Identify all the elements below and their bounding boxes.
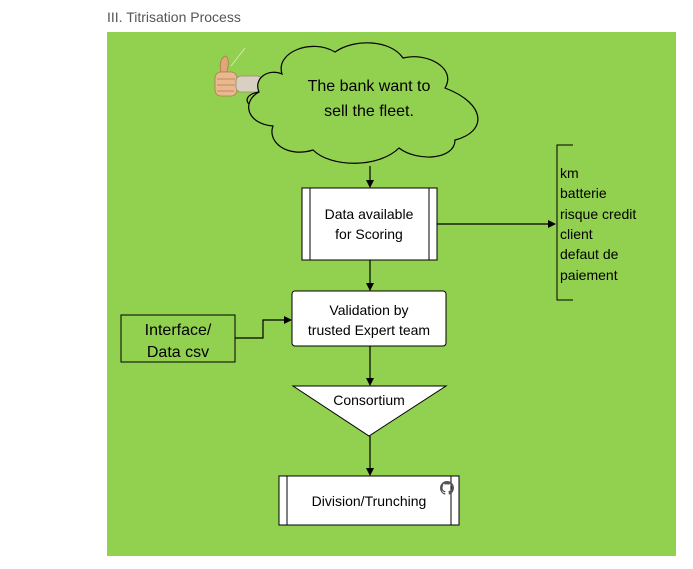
division-box: Division/Trunching	[278, 475, 460, 526]
cloud-text-line-1: The bank want to	[308, 78, 431, 95]
interface-box-line-1: Interface/	[145, 322, 212, 339]
data-box-line-1: Data available	[325, 206, 414, 222]
validation-box-line-2: trusted Expert team	[308, 322, 430, 338]
data-list-item: risque credit	[560, 206, 636, 222]
consortium-shape: Consortium	[291, 385, 448, 437]
interface-box-line-2: Data csv	[147, 344, 209, 361]
data-list-item: batterie	[560, 185, 607, 201]
division-box-label: Division/Trunching	[312, 493, 427, 509]
cloud-text-line-2: sell the fleet.	[324, 103, 414, 120]
flowchart: The bank want to sell the fleet. Data av…	[107, 32, 676, 556]
data-box-line-2: for Scoring	[335, 226, 403, 242]
consortium-label: Consortium	[333, 392, 405, 408]
data-available-box: Data available for Scoring	[301, 187, 438, 261]
data-list-item: client	[560, 226, 593, 242]
start-cloud: The bank want to sell the fleet.	[246, 42, 479, 164]
arrow-interface-to-validation	[235, 316, 292, 339]
page-title: III. Titrisation Process	[107, 9, 241, 25]
data-list-item: paiement	[560, 267, 618, 283]
validation-box: Validation by trusted Expert team	[291, 290, 447, 347]
data-list-item: defaut de	[560, 246, 619, 262]
data-list-bracket: km batterie risque credit client defaut …	[556, 144, 636, 301]
diagram-canvas: The bank want to sell the fleet. Data av…	[107, 32, 676, 556]
validation-box-line-1: Validation by	[329, 302, 408, 318]
github-icon	[440, 481, 454, 495]
data-list-item: km	[560, 165, 579, 181]
interface-box: Interface/ Data csv	[120, 314, 236, 363]
